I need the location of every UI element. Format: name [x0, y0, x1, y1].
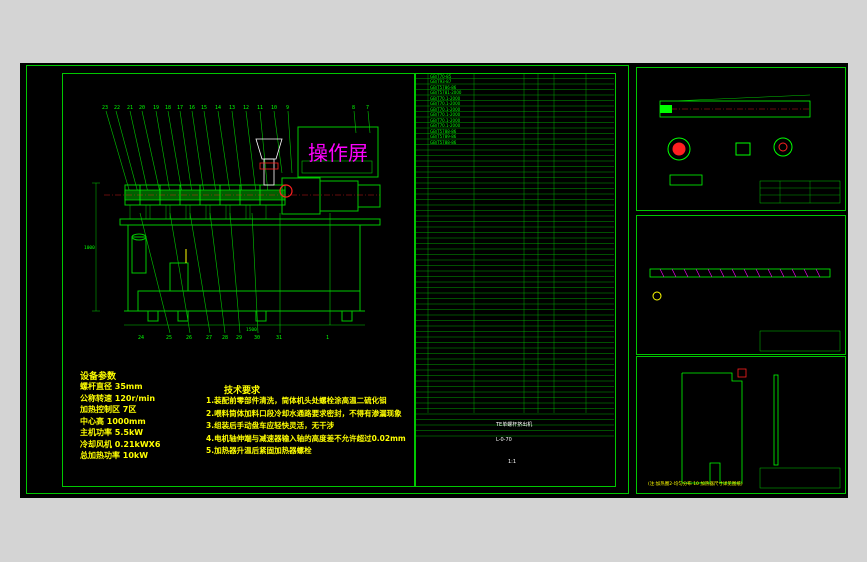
svg-text:17: 17	[177, 105, 183, 111]
param-line: 螺杆直径 35mm	[80, 382, 143, 391]
bom-row-code: GB/T5786-86	[430, 84, 457, 90]
svg-text:26: 26	[186, 335, 192, 341]
bom-row-code: GB/T70.1-2000	[430, 123, 461, 128]
svg-text:8: 8	[352, 105, 355, 111]
bom-grid	[414, 73, 614, 437]
param-line: 冷却风机 0.21kWX6	[80, 439, 161, 449]
svg-text:16: 16	[189, 105, 195, 111]
left-drawing-frame	[62, 73, 416, 487]
svg-text:25: 25	[166, 335, 172, 341]
bom-row-code: GB/T70.1-2000	[430, 95, 461, 101]
svg-text:31: 31	[276, 335, 282, 341]
bom-row-code: GB/T70.1-2000	[430, 117, 461, 123]
svg-text:24: 24	[138, 335, 144, 341]
bom-row-code: GB/T70.1-2000	[430, 106, 461, 112]
drawing-canvas: 23 22 21 20 19 18 17 16 15 14 13 12 11 10 9 8 7 24 2…	[20, 63, 848, 498]
svg-text:10: 10	[271, 105, 277, 111]
param-line: 加热控制区 7区	[80, 405, 137, 414]
bom-row-code: GB/T5789-86	[430, 134, 457, 139]
svg-text:1500: 1500	[246, 327, 257, 333]
tech-req-line: 4.电机轴伸端与减速器输入轴的高度差不允许超过0.02mm	[206, 433, 406, 443]
right-sheet-1	[636, 67, 846, 211]
extruder-assembly-drawing: 23 22 21 20 19 18 17 16 15 14 13 12 11 10 9 8 7 24 2…	[84, 94, 841, 489]
svg-text:1: 1	[326, 335, 329, 341]
main-sheet-frame	[26, 65, 629, 494]
param-line: 公称转速 120r/min	[80, 393, 156, 403]
bom-row-code: GB/T93-87	[430, 79, 452, 84]
bom-row-code: GB/T70.1-2000	[430, 101, 461, 106]
tech-req-heading: 技术要求	[224, 386, 261, 396]
bom-row-code: GB/T5788-86	[430, 128, 457, 134]
tech-req-line: 2.喂料筒体加料口段冷却水通路要求密封，不得有渗漏现象	[206, 408, 402, 418]
svg-text:28: 28	[222, 335, 228, 341]
param-line: 总加热功率 10kW	[80, 451, 149, 460]
svg-text:15: 15	[201, 105, 207, 111]
bom-row-code: GB/T70-85	[430, 73, 452, 79]
svg-text:29: 29	[236, 335, 242, 341]
svg-text:11: 11	[257, 105, 263, 111]
svg-text:12: 12	[243, 105, 249, 111]
bom-table-frame	[414, 73, 616, 487]
bom-row-code: GB/T70.1-2000	[430, 112, 461, 117]
params-heading: 设备参数	[80, 372, 117, 382]
svg-text:23: 23	[102, 105, 108, 111]
svg-text:20: 20	[139, 105, 145, 111]
tech-req-line: 5.加热器升温后紧固加热器螺栓	[206, 446, 312, 455]
param-line: 主机功率 5.5kW	[80, 428, 144, 437]
bom-row-code: GB/T5781-2000	[430, 90, 462, 95]
tech-req-line: 3.组装后手动盘车应轻快灵活，无干涉	[206, 421, 335, 430]
svg-text:7: 7	[366, 105, 369, 111]
svg-text:21: 21	[127, 105, 133, 111]
title-block-name: TE单螺杆挤出机	[496, 422, 533, 428]
sheet3-note: (注:加热圈2-均匀分布 10 加热器尺寸详见图纸)	[648, 482, 743, 487]
svg-text:19: 19	[153, 105, 159, 111]
svg-text:9: 9	[286, 105, 289, 111]
svg-text:27: 27	[206, 335, 212, 341]
svg-text:13: 13	[229, 105, 235, 111]
control-screen-label: 操作屏	[308, 141, 368, 165]
svg-text:22: 22	[114, 105, 120, 111]
title-block-scale: 1:1	[508, 459, 517, 465]
svg-text:30: 30	[254, 335, 260, 341]
right-sheet-3	[636, 356, 846, 494]
right-sheet-2	[636, 215, 846, 355]
svg-text:18: 18	[165, 105, 171, 111]
svg-text:1000: 1000	[84, 245, 95, 251]
svg-text:14: 14	[215, 105, 221, 111]
title-block-code: L-0-70	[496, 437, 512, 443]
tech-req-line: 1.装配前零部件清洗，筒体机头处螺栓涂高温二硫化钼	[206, 396, 387, 405]
param-line: 中心高 1000mm	[80, 416, 146, 426]
bom-row-code: GB/T5788-86	[430, 139, 457, 145]
